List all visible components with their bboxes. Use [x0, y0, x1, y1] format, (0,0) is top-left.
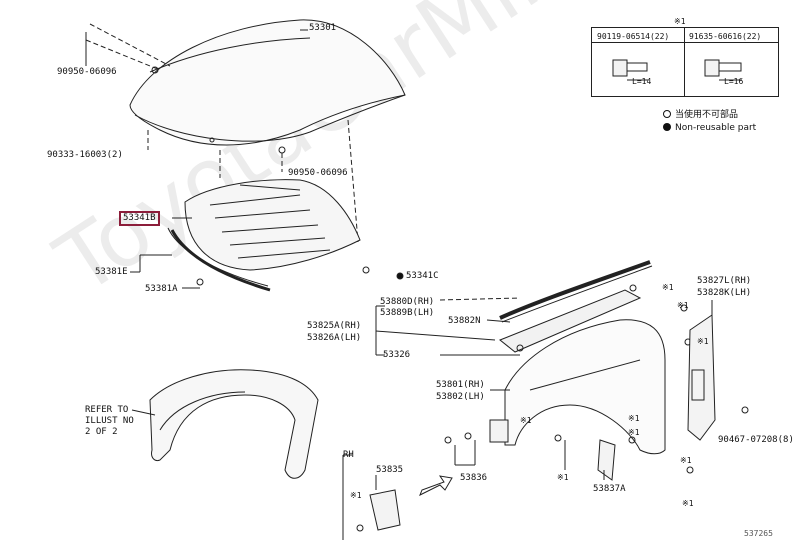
fender-liner-bracket-shape [687, 314, 716, 441]
mark-x1: ※1 [682, 499, 694, 508]
part-53802[interactable]: 53802(LH) [436, 392, 485, 402]
legend-mark: ※1 [674, 17, 686, 26]
refer-note-line3: 2 OF 2 [85, 427, 118, 437]
part-53837A[interactable]: 53837A [593, 484, 626, 494]
mark-x1: ※1 [697, 337, 709, 346]
reusable-note-text: 当使用不可部品 [675, 110, 739, 120]
part-53882N[interactable]: 53882N [448, 316, 481, 326]
hood-insulator-shape [184, 179, 361, 271]
refer-note-line2: ILLUST NO [85, 416, 134, 426]
part-53301[interactable]: 53301 [309, 23, 337, 33]
legend-col1-part[interactable]: 90119-06514(22) [597, 32, 670, 41]
non-reusable-note: Non-reusable part [663, 123, 756, 134]
legend-box [591, 27, 779, 97]
front-fender-shape [504, 319, 666, 455]
part-90950-06096-b[interactable]: 90950-06096 [288, 168, 348, 178]
part-90467-07208[interactable]: 90467-07208(8) [718, 435, 794, 445]
part-53889B[interactable]: 53889B(LH) [380, 308, 435, 318]
mark-x1: ※1 [628, 414, 640, 423]
bracket-53835-shape [369, 489, 401, 531]
legend-col1-length: L=14 [632, 77, 652, 86]
solid-dot-icon [663, 123, 671, 131]
part-90950-06096-a[interactable]: 90950-06096 [57, 67, 117, 77]
part-53880D[interactable]: 53880D(RH) [380, 297, 435, 307]
hood-53301-shape [129, 19, 406, 154]
part-53825A[interactable]: 53825A(RH) [307, 321, 362, 331]
part-53835[interactable]: 53835 [376, 465, 404, 475]
wheel-liner-shape [149, 369, 319, 479]
legend-col2-part[interactable]: 91635-60616(22) [689, 32, 762, 41]
legend-clip-drawing [612, 59, 742, 81]
mark-x1: ※1 [662, 283, 674, 292]
reusable-note: 当使用不可部品 [663, 110, 738, 121]
rh-label: RH [343, 450, 354, 460]
refer-note-line1: REFER TO [85, 405, 129, 415]
part-53801[interactable]: 53801(RH) [436, 380, 485, 390]
mark-x1: ※1 [350, 491, 362, 500]
mark-x1: ※1 [680, 456, 692, 465]
part-53341C[interactable]: 53341C [406, 271, 439, 281]
legend-col2-length: L=16 [724, 77, 744, 86]
mark-x1: ※1 [677, 301, 689, 310]
part-53341B-highlighted[interactable]: 53341B [119, 211, 160, 226]
part-53828K[interactable]: 53828K(LH) [697, 288, 752, 298]
fender-bracket-shape [499, 289, 642, 353]
bracket-53837A-shape [597, 439, 616, 481]
part-53827L[interactable]: 53827L(RH) [697, 276, 752, 286]
mark-x1: ※1 [520, 416, 532, 425]
hollow-dot-icon [663, 110, 671, 118]
clip-53836-shape [444, 419, 509, 444]
part-53326[interactable]: 53326 [383, 350, 411, 360]
mark-x1: ※1 [557, 473, 569, 482]
part-53826A[interactable]: 53826A(LH) [307, 333, 362, 343]
mark-x1: ※1 [628, 428, 640, 437]
part-53381A[interactable]: 53381A [145, 284, 178, 294]
part-53381E[interactable]: 53381E [95, 267, 128, 277]
non-reusable-note-text: Non-reusable part [675, 123, 757, 133]
part-53836[interactable]: 53836 [460, 473, 488, 483]
part-90333-16003[interactable]: 90333-16003(2) [47, 150, 123, 160]
diagram-id: 537265 [744, 529, 773, 538]
